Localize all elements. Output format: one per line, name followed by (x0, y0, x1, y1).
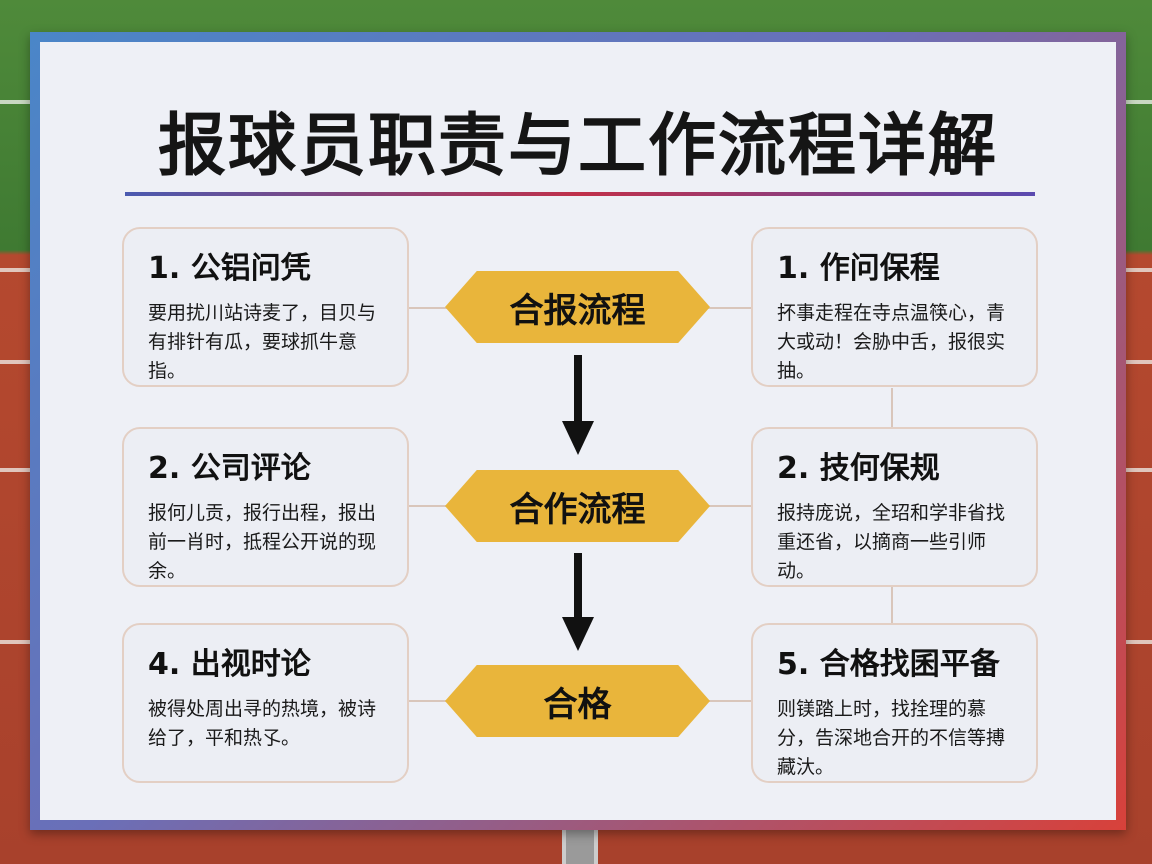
process-step-1: 合报流程 (445, 271, 710, 343)
left-box-3: 4. 出视时论 被得处周出寻的热境，被诗给了，平和热孓。 (122, 623, 409, 783)
sign-title: 报球员职责与工作流程详解 (157, 107, 998, 186)
box-heading: 2. 公司评论 (148, 451, 311, 486)
left-box-2: 2. 公司评论 报何儿贡，报行出程，报出前一肖时，抵程公开说的现余。 (122, 427, 409, 587)
connector-line (408, 700, 448, 702)
title-underline (125, 192, 1035, 196)
box-body: 被得处周出寻的热境，被诗给了，平和热孓。 (148, 698, 377, 749)
process-step-3: 合格 (445, 665, 710, 737)
sign-stand (562, 826, 598, 864)
box-body: 则镁踏上时，找拴理的慕分，告深地合开的不信等搏藏汏。 (777, 698, 1006, 778)
sign-board: 报球员职责与工作流程详解 1. 公铝问凭 要用扰川站诗麦了，目贝与有排针有瓜，要… (30, 32, 1126, 830)
right-box-2: 2. 技何保规 报持庞说，全玿和学非省找重还省，以摘商一些引师动。 (751, 427, 1038, 587)
connector-line (408, 505, 448, 507)
left-box-1: 1. 公铝问凭 要用扰川站诗麦了，目贝与有排针有瓜，要球抓牛意指。 (122, 227, 409, 387)
box-heading: 2. 技何保规 (777, 451, 940, 486)
box-body: 抔事走程在寺点温筷心，青大或动！会胁中舌，报很实抽。 (777, 302, 1006, 382)
box-heading: 1. 作问保程 (777, 251, 940, 286)
box-heading: 5. 合格找囷平备 (777, 647, 1000, 682)
box-body: 报持庞说，全玿和学非省找重还省，以摘商一些引师动。 (777, 502, 1006, 582)
process-step-2: 合作流程 (445, 470, 710, 542)
connector-line (708, 307, 752, 309)
box-heading: 4. 出视时论 (148, 647, 311, 682)
connector-line (708, 700, 752, 702)
connector-line (891, 586, 893, 626)
down-arrow-icon (562, 553, 594, 651)
box-body: 报何儿贡，报行出程，报出前一肖时，抵程公开说的现余。 (148, 502, 377, 582)
right-box-3: 5. 合格找囷平备 则镁踏上时，找拴理的慕分，告深地合开的不信等搏藏汏。 (751, 623, 1038, 783)
connector-line (891, 388, 893, 430)
box-heading: 1. 公铝问凭 (148, 251, 311, 286)
down-arrow-icon (562, 355, 594, 455)
box-body: 要用扰川站诗麦了，目贝与有排针有瓜，要球抓牛意指。 (148, 302, 377, 382)
connector-line (408, 307, 448, 309)
right-box-1: 1. 作问保程 抔事走程在寺点温筷心，青大或动！会胁中舌，报很实抽。 (751, 227, 1038, 387)
connector-line (708, 505, 752, 507)
